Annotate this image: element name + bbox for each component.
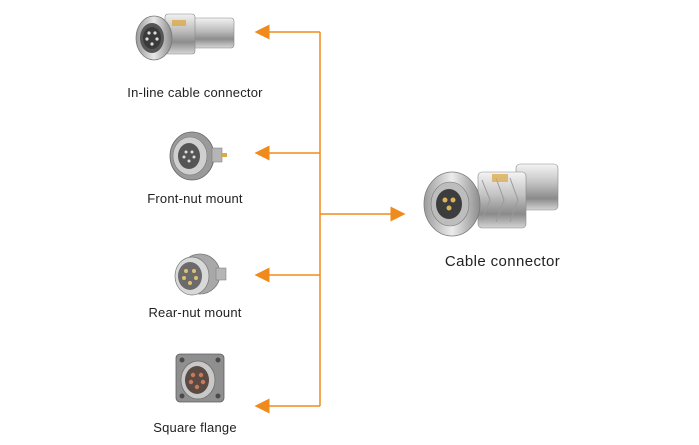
inline-cable-connector-icon — [135, 13, 235, 61]
square-flange-label: Square flange — [153, 420, 237, 435]
front-nut-mount-label: Front-nut mount — [147, 191, 243, 206]
rear-nut-mount-icon — [174, 253, 227, 296]
front-nut-mount-icon — [169, 131, 227, 181]
rear-nut-mount-label: Rear-nut mount — [148, 305, 242, 320]
cable-connector-icon — [423, 163, 559, 237]
inline-cable-connector-label: In-line cable connector — [127, 85, 263, 100]
square-flange-icon — [175, 353, 225, 403]
cable-connector-label: Cable connector — [444, 253, 561, 270]
